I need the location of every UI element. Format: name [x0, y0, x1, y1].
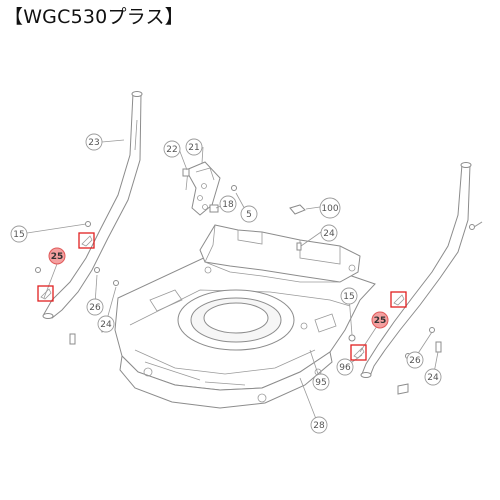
svg-text:24: 24 [323, 229, 335, 239]
svg-text:24: 24 [100, 320, 112, 330]
svg-text:15: 15 [13, 230, 24, 240]
svg-text:5: 5 [246, 210, 252, 220]
callout-26-right: 26 [406, 351, 424, 369]
callout-21: 21 [185, 138, 203, 156]
svg-text:22: 22 [166, 145, 177, 155]
svg-text:25: 25 [51, 252, 64, 262]
svg-text:28: 28 [313, 421, 325, 431]
left-hinge-upper[interactable] [78, 232, 95, 249]
callout-28: 28 [310, 416, 328, 434]
callout-100: 100 [319, 197, 341, 219]
control-plate[interactable] [185, 161, 221, 216]
callout-25-right: 25 [371, 311, 389, 329]
right-hinge-lower[interactable] [350, 344, 367, 361]
svg-text:23: 23 [88, 138, 99, 148]
svg-text:15: 15 [343, 292, 354, 302]
right-hinge-upper[interactable] [390, 291, 407, 308]
callout-5: 5 [240, 205, 258, 223]
callout-24-right: 24 [424, 368, 442, 386]
callout-15-right: 15 [340, 287, 358, 305]
diagram-title: 【WGC530プラス】 [4, 6, 184, 28]
right-handle[interactable] [360, 162, 472, 378]
left-hinge-lower[interactable] [37, 285, 54, 302]
callout-23-right-label [473, 221, 483, 228]
callout-25-left: 25 [48, 247, 66, 265]
svg-text:21: 21 [188, 143, 199, 153]
callout-95: 95 [312, 373, 330, 391]
svg-text:96: 96 [339, 363, 351, 373]
svg-text:25: 25 [374, 316, 387, 326]
svg-text:18: 18 [222, 200, 234, 210]
svg-text:100: 100 [321, 204, 338, 214]
callout-15-left: 15 [10, 225, 28, 243]
callout-22: 22 [163, 140, 181, 158]
callout-24-left: 24 [97, 315, 115, 333]
svg-text:95: 95 [315, 378, 326, 388]
svg-text:24: 24 [427, 373, 439, 383]
mower-deck[interactable] [114, 254, 376, 409]
svg-text:26: 26 [89, 303, 101, 313]
callout-18: 18 [219, 195, 237, 213]
callout-96: 96 [336, 358, 354, 376]
left-handle[interactable] [42, 91, 143, 319]
svg-text:26: 26 [409, 356, 421, 366]
callout-23-left: 23 [85, 133, 103, 151]
callout-24-top: 24 [320, 224, 338, 242]
callout-26-left: 26 [86, 298, 104, 316]
